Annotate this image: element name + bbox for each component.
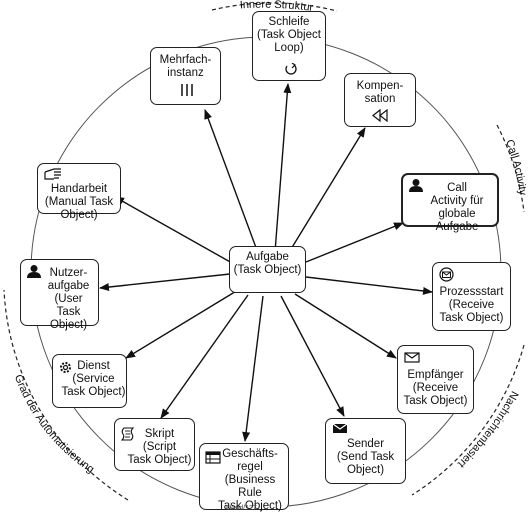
node-business-rule[interactable]: Geschäfts- regel (Business Rule Task Obj… (199, 443, 289, 512)
gear-icon (60, 362, 71, 373)
call-activity-arc (496, 124, 525, 213)
center-label-2: (Task Object) (233, 264, 302, 276)
user-icon (27, 265, 41, 278)
node-script[interactable]: Skript (Script Task Object) (114, 418, 195, 471)
table-icon (205, 451, 221, 464)
hand-icon (44, 168, 61, 180)
node-compensation[interactable]: Kompen- sation (344, 73, 416, 127)
envelope-circle-icon (439, 267, 454, 282)
arrow-service (125, 289, 239, 359)
node-comp-label: Kompen- sation (356, 80, 404, 105)
inner-structure-arc (211, 2, 338, 12)
arrows (99, 83, 433, 442)
center-task-node[interactable]: Aufgabe (Task Object) (229, 246, 306, 293)
node-manual-label: Handarbeit (Manual Task Object) (44, 183, 114, 221)
arrow-multi (204, 109, 259, 254)
footer-code: staud/127 (226, 505, 257, 512)
automation-arc (3, 289, 129, 501)
user-icon (409, 179, 423, 192)
node-process-start[interactable]: Prozessstart (Receive Task Object) (432, 262, 511, 331)
envelope-filled-icon (332, 423, 348, 433)
script-icon (121, 427, 135, 441)
node-multi-label: Mehrfach- instanz (159, 54, 212, 79)
node-loop-label: Schleife (Task Object Loop) (257, 16, 321, 54)
arrow-comp (287, 127, 366, 255)
node-service[interactable]: Dienst (Service Task Object) (52, 354, 127, 408)
node-call-label: Call Activity für globale Aufgabe (430, 182, 484, 233)
node-sender[interactable]: Sender (Send Task Object) (325, 418, 406, 484)
node-multi-instance[interactable]: Mehrfach- instanz (150, 47, 221, 105)
node-receive-label: Prozessstart (Receive Task Object) (439, 286, 504, 324)
arrow-send (280, 295, 345, 417)
node-send-label: Sender (Send Task Object) (336, 438, 395, 476)
node-user-label: Nutzer- aufgabe (User Task Object) (47, 267, 90, 331)
arrow-manual (114, 196, 233, 264)
arrow-script (160, 294, 249, 419)
arrow-recv2 (294, 293, 397, 359)
arrow-user (99, 273, 231, 292)
node-user-task[interactable]: Nutzer- aufgabe (User Task Object) (20, 259, 99, 331)
node-call-activity[interactable]: Call Activity für globale Aufgabe (401, 173, 499, 233)
arrow-call (305, 222, 404, 263)
node-manual[interactable]: Handarbeit (Manual Task Object) (37, 163, 121, 221)
node-service-label: Dienst (Service Task Object) (61, 360, 126, 398)
arrow-loop (274, 83, 292, 253)
center-label-1: Aufgabe (246, 251, 289, 263)
envelope-open-icon (404, 352, 420, 363)
node-rule-label: Geschäfts- regel (Business Rule Task Obj… (218, 448, 282, 512)
message-based-arc (411, 344, 525, 496)
compensation-icon (372, 109, 388, 122)
multi-instance-icon (181, 84, 193, 96)
node-recv2-label: Empfänger (Receive Task Object) (403, 369, 468, 407)
arrow-receive (305, 276, 433, 295)
loop-icon (285, 63, 297, 75)
arc-label-inner: Innere Struktur (239, 0, 314, 14)
arc-label-call: Call Activity (503, 138, 529, 196)
node-receiver[interactable]: Empfänger (Receive Task Object) (397, 345, 474, 414)
node-script-label: Skript (Script Task Object) (127, 428, 192, 466)
arrow-rule (242, 295, 264, 442)
node-loop[interactable]: Schleife (Task Object Loop) (252, 11, 326, 81)
